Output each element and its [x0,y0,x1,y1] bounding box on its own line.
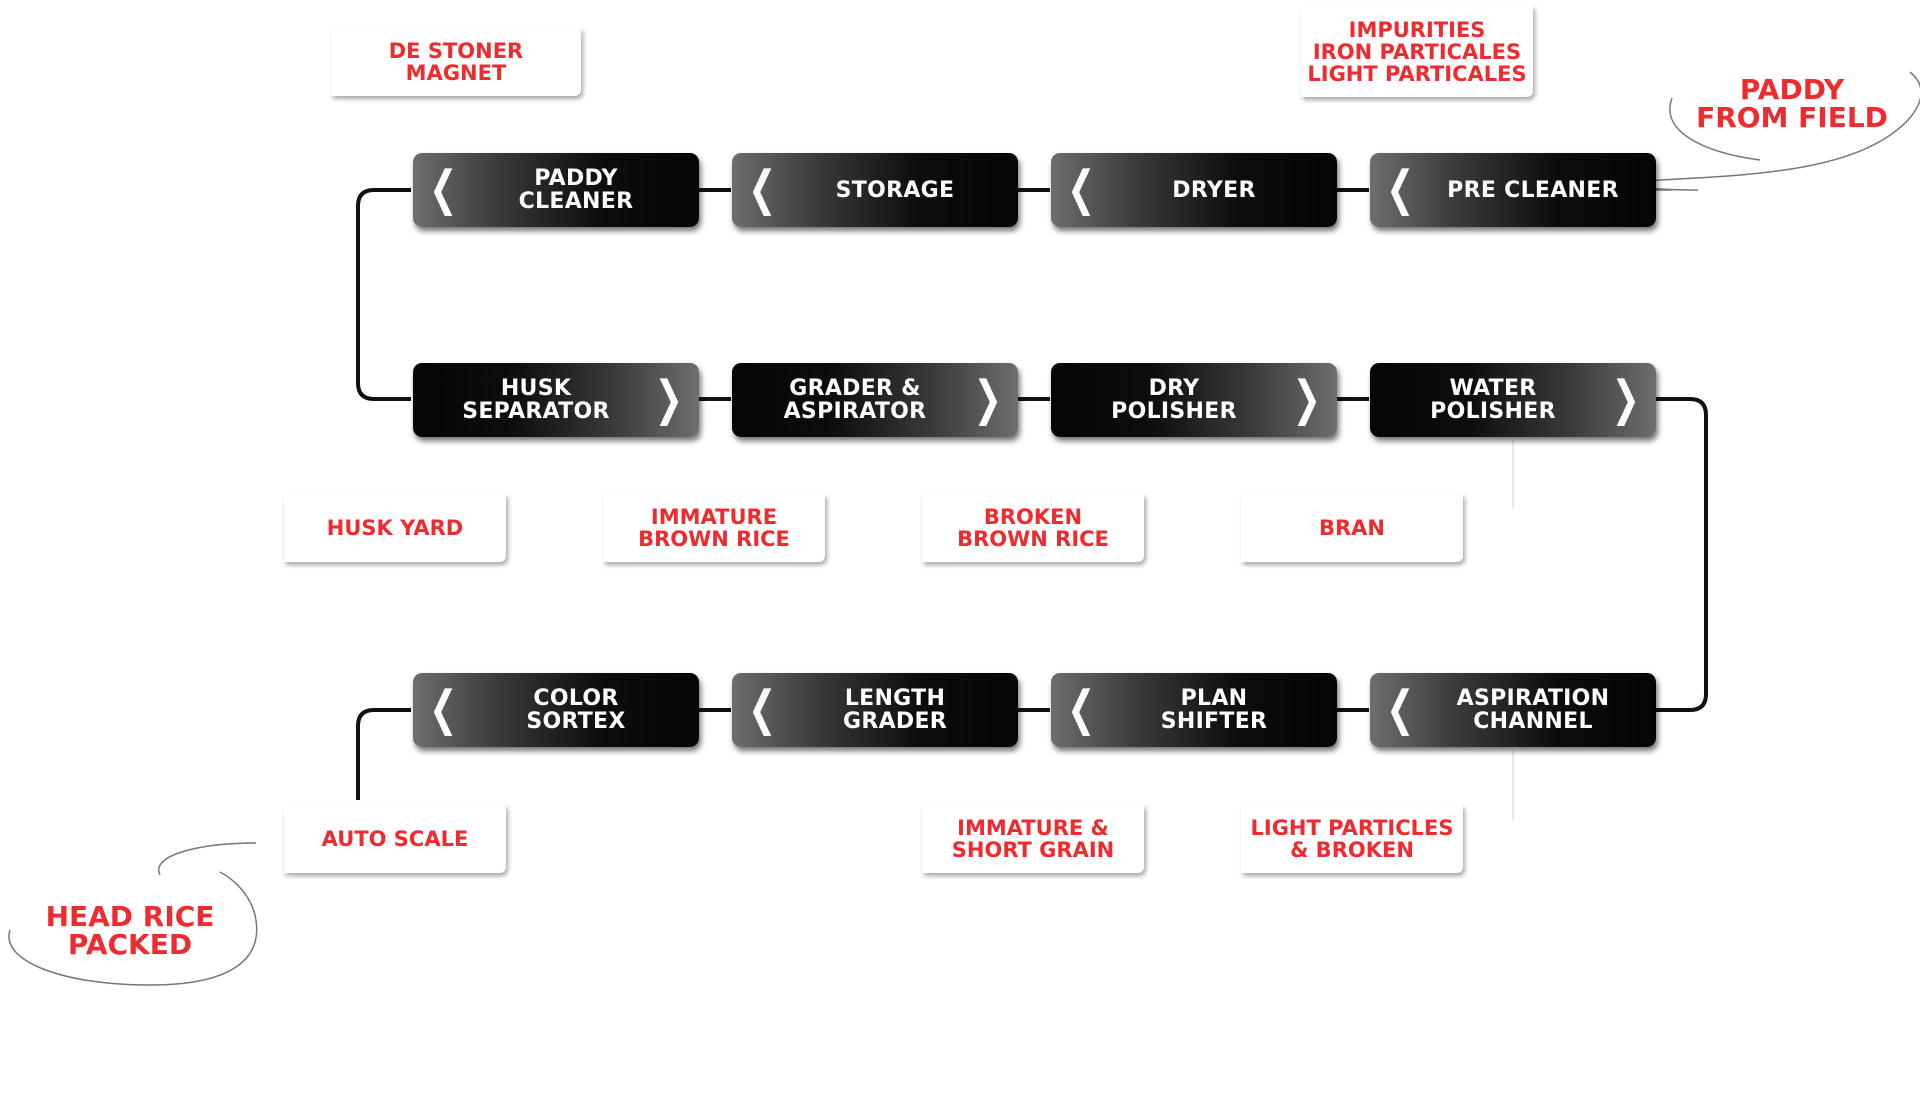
node-label: GRADER & ASPIRATOR [783,376,927,424]
chevron-left-icon: ❮ [1067,161,1096,218]
card-auto-scale: AUTO SCALE [284,805,506,873]
start-terminal: PADDY FROM FIELD [1696,73,1888,134]
node-label: DRY POLISHER [1111,376,1237,424]
chevron-right-icon: ❯ [973,371,1003,428]
node-label: LENGTH GRADER [842,686,948,734]
chevron-left-icon: ❮ [748,681,777,738]
node-label: WATER POLISHER [1430,376,1556,424]
node-label: HUSK SEPARATOR [462,376,610,424]
chevron-right-icon: ❯ [654,371,684,428]
card-light-particles-broken: LIGHT PARTICLES & BROKEN [1241,805,1463,873]
chevron-left-icon: ❮ [429,161,458,218]
chevron-left-icon: ❮ [429,681,458,738]
node-plan-shifter: ❮ PLAN SHIFTER [1051,673,1337,747]
node-label: DRYER [1172,177,1256,203]
end-bubble-outline [8,842,258,986]
card-de-stoner-magnet: DE STONER MAGNET [331,28,581,96]
chevron-left-icon: ❮ [1067,681,1096,738]
chevron-right-icon: ❯ [1292,371,1322,428]
node-label: PRE CLEANER [1447,177,1619,203]
node-label: STORAGE [835,177,955,203]
node-dryer: ❮ DRYER [1051,153,1337,227]
node-husk-separator: ❯ HUSK SEPARATOR [413,363,699,437]
node-water-polisher: ❯ WATER POLISHER [1370,363,1656,437]
chevron-right-icon: ❯ [1611,371,1641,428]
card-broken-brown-rice: BROKEN BROWN RICE [922,494,1144,562]
card-immature-brown-rice: IMMATURE BROWN RICE [603,494,825,562]
chevron-left-icon: ❮ [748,161,777,218]
node-length-grader: ❮ LENGTH GRADER [732,673,1018,747]
card-immature-short-grain: IMMATURE & SHORT GRAIN [922,805,1144,873]
node-label: ASPIRATION CHANNEL [1456,686,1610,734]
node-pre-cleaner: ❮ PRE CLEANER [1370,153,1656,227]
card-impurities: IMPURITIES IRON PARTICALES LIGHT PARTICA… [1301,6,1533,97]
node-storage: ❮ STORAGE [732,153,1018,227]
end-terminal: HEAD RICE PACKED [45,900,215,961]
node-grader-aspirator: ❯ GRADER & ASPIRATOR [732,363,1018,437]
node-dry-polisher: ❯ DRY POLISHER [1051,363,1337,437]
node-label: PLAN SHIFTER [1160,686,1268,734]
node-label: COLOR SORTEX [526,686,626,734]
chevron-left-icon: ❮ [1386,161,1415,218]
chevron-left-icon: ❮ [1386,681,1415,738]
node-color-sortex: ❮ COLOR SORTEX [413,673,699,747]
node-paddy-cleaner: ❮ PADDY CLEANER [413,153,699,227]
card-bran: BRAN [1241,494,1463,562]
node-aspiration-channel: ❮ ASPIRATION CHANNEL [1370,673,1656,747]
node-label: PADDY CLEANER [518,166,634,214]
start-bubble-curve [1669,97,1761,161]
card-husk-yard: HUSK YARD [284,494,506,562]
